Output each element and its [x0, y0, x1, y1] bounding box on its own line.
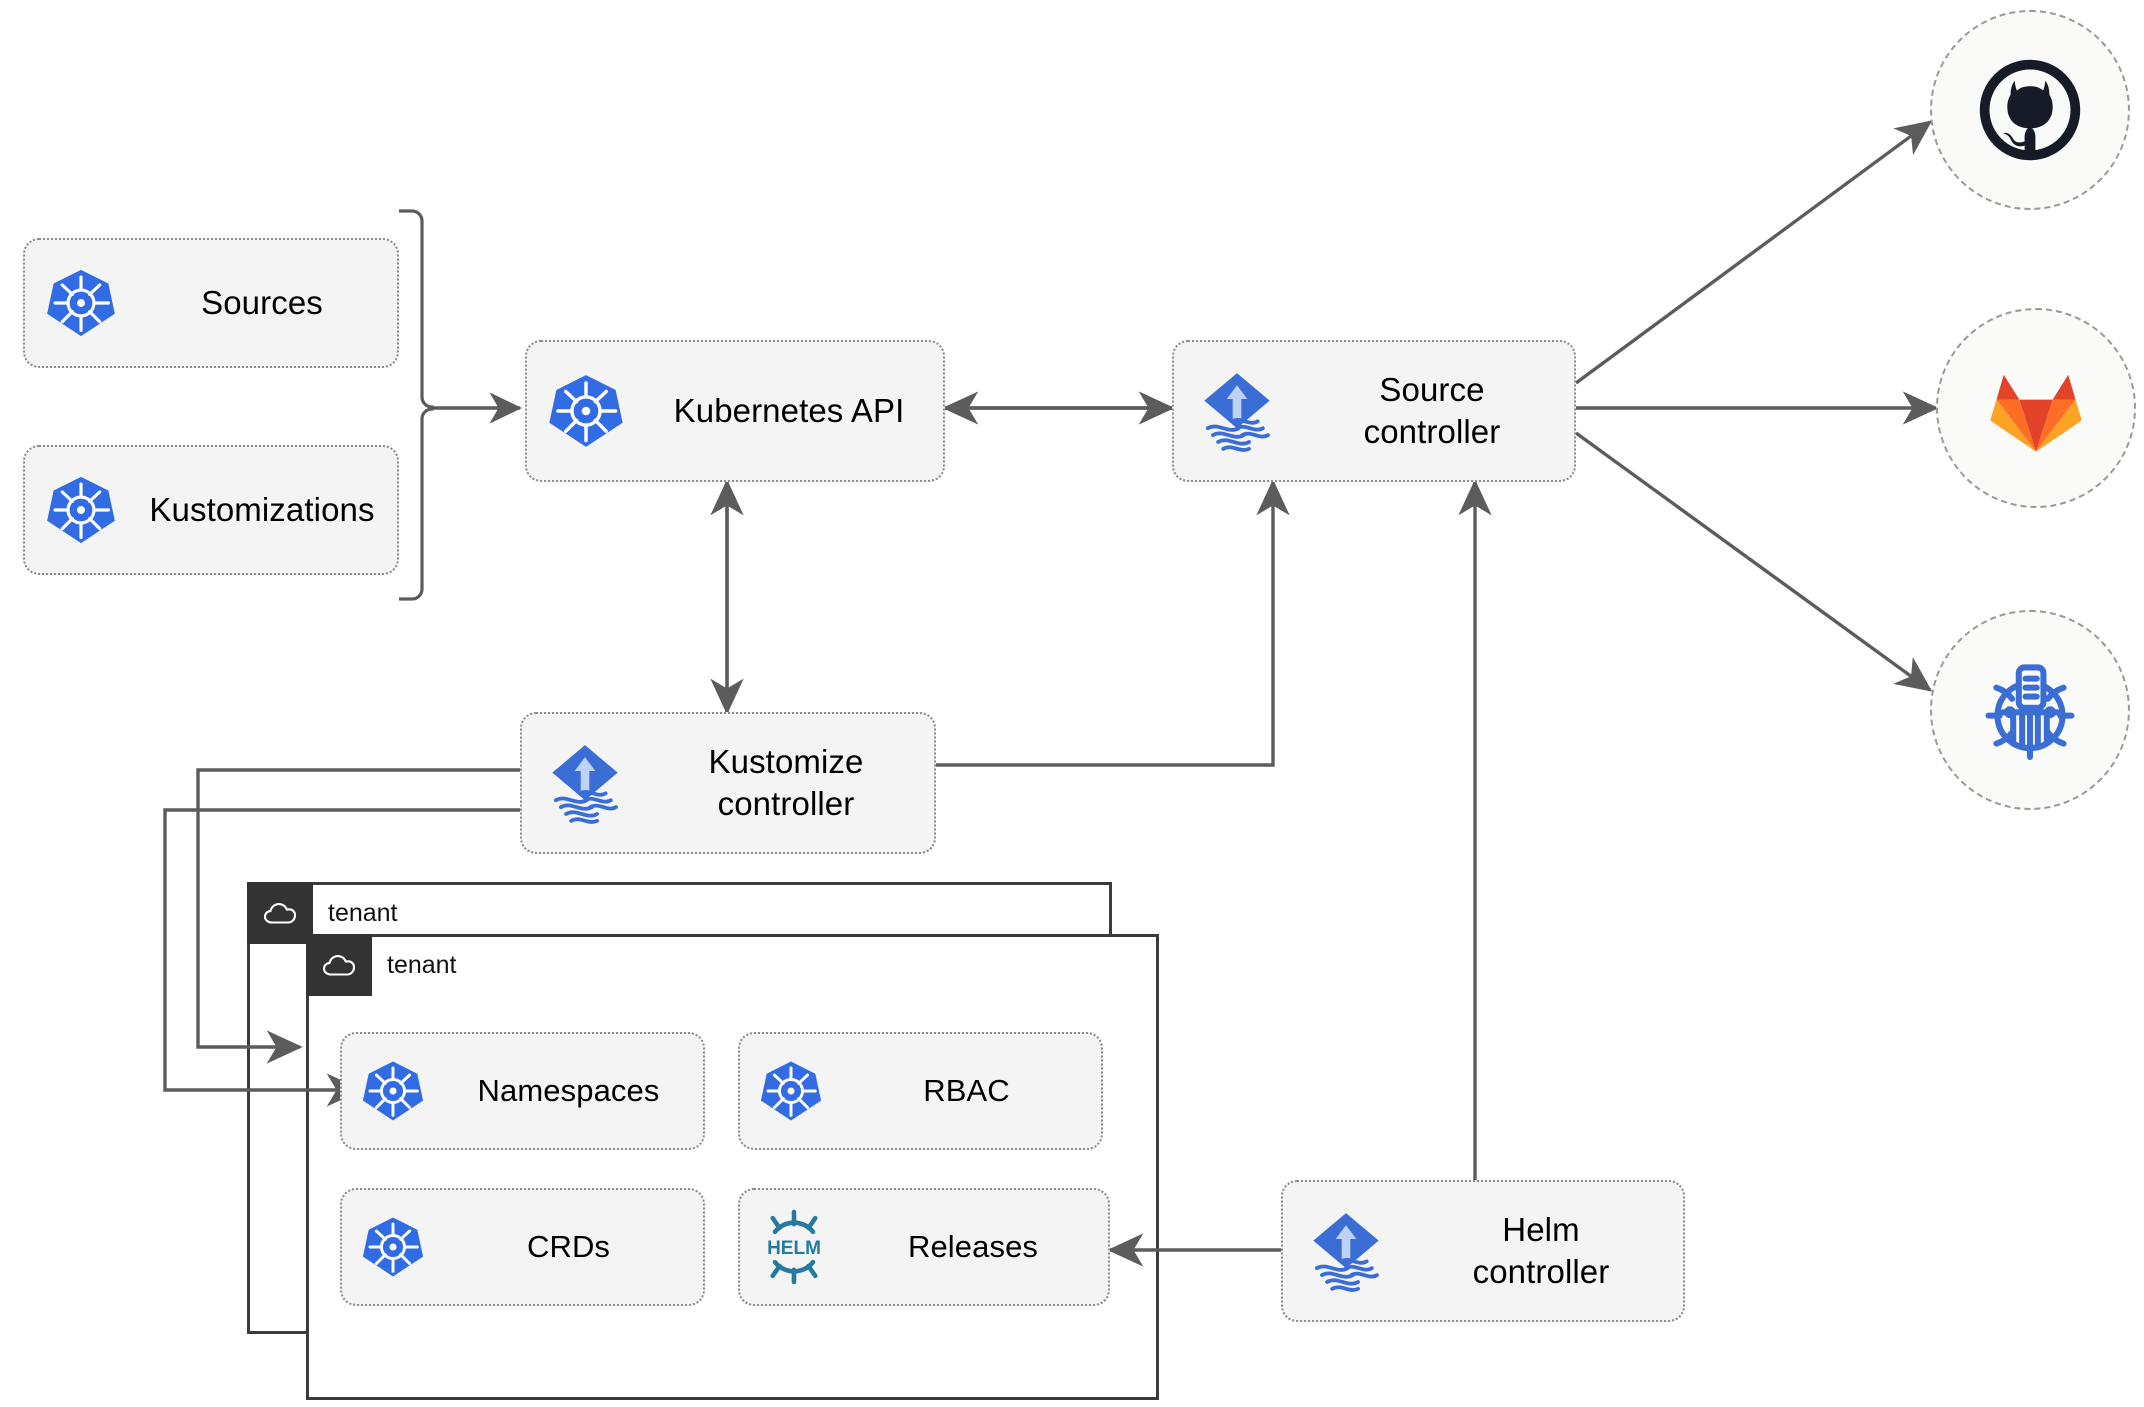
kubernetes-icon — [25, 267, 137, 339]
cloud-icon — [306, 934, 372, 996]
edge-source-to-helm-repository — [1575, 431, 1933, 692]
node-sources[interactable]: Sources — [23, 238, 399, 368]
node-releases[interactable]: HELM Releases — [738, 1188, 1110, 1306]
flux-icon — [1174, 368, 1300, 454]
helm-icon: HELM — [740, 1209, 848, 1285]
flux-icon — [1283, 1208, 1409, 1294]
tenant-inner-label: tenant — [387, 950, 457, 979]
node-releases-label: Releases — [907, 1229, 1039, 1265]
node-source-controller-label: Source controller — [1363, 370, 1501, 450]
edge-source-to-github — [1574, 120, 1933, 385]
endpoint-gitlab[interactable] — [1936, 308, 2136, 508]
node-kustomize-controller-label: Kustomize controller — [708, 742, 864, 822]
gitlab-icon — [1990, 374, 2082, 452]
node-source-controller[interactable]: Source controller — [1172, 340, 1576, 482]
node-helm-controller[interactable]: Helm controller — [1281, 1180, 1685, 1322]
node-namespaces[interactable]: Namespaces — [340, 1032, 705, 1150]
helm-repository-icon — [1985, 664, 2075, 761]
kubernetes-icon — [25, 474, 137, 546]
node-kustomize-controller[interactable]: Kustomize controller — [520, 712, 936, 854]
flux-icon — [522, 740, 648, 826]
edge-kustomize-to-source — [936, 479, 1290, 767]
kubernetes-icon — [740, 1059, 842, 1123]
cloud-icon — [247, 882, 313, 944]
kubernetes-icon — [342, 1059, 444, 1123]
edge-sources-brace — [399, 209, 434, 601]
node-kustomizations[interactable]: Kustomizations — [23, 445, 399, 575]
node-crds-label: CRDs — [526, 1229, 611, 1265]
tenant-inner-container: tenant — [306, 934, 1159, 1400]
node-kubernetes-api[interactable]: Kubernetes API — [525, 340, 945, 482]
node-rbac[interactable]: RBAC — [738, 1032, 1103, 1150]
node-rbac-label: RBAC — [923, 1073, 1010, 1109]
kubernetes-icon — [342, 1215, 444, 1279]
node-sources-label: Sources — [201, 283, 323, 321]
github-icon — [1979, 59, 2081, 161]
node-namespaces-label: Namespaces — [477, 1073, 660, 1109]
node-helm-controller-label: Helm controller — [1472, 1210, 1610, 1290]
kubernetes-icon — [527, 372, 645, 450]
endpoint-github[interactable] — [1930, 10, 2130, 210]
svg-text:HELM: HELM — [767, 1238, 821, 1259]
node-kustomizations-label: Kustomizations — [149, 490, 375, 528]
node-kubernetes-api-label: Kubernetes API — [673, 391, 905, 429]
endpoint-helm-repository[interactable] — [1930, 610, 2130, 810]
node-crds[interactable]: CRDs — [340, 1188, 705, 1306]
